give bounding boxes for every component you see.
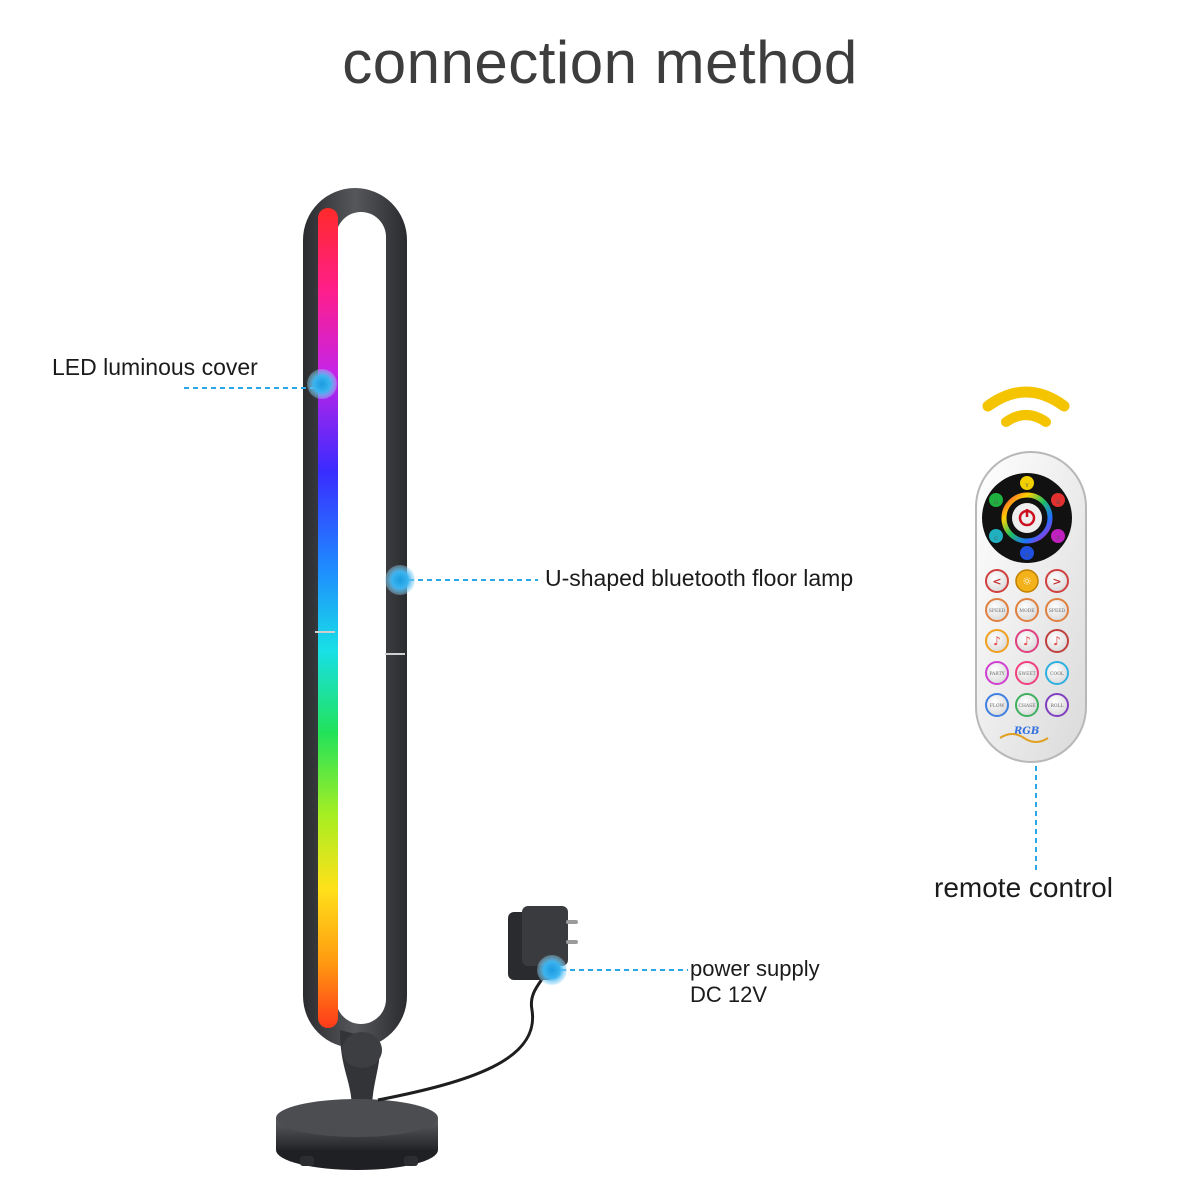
remote-next-button (1045, 569, 1069, 593)
floor-lamp (276, 188, 438, 1170)
wheel-button-g (989, 493, 1003, 507)
music-note-icon: ♪ (993, 634, 1001, 648)
adapter-pin (566, 920, 578, 924)
remote-color-ring (1001, 492, 1053, 544)
prev-label: < (992, 575, 1001, 588)
music-note-icon: ♪ (1023, 634, 1031, 648)
remote-music-button (1015, 629, 1039, 653)
page-title: connection method (342, 29, 858, 96)
remote-prev-button (985, 569, 1009, 593)
next-label: > (1052, 575, 1061, 588)
led-strip (318, 208, 338, 1028)
remote-flow-button (985, 693, 1009, 717)
button-label: PARTY (989, 671, 1005, 677)
button-label: FLOW (990, 703, 1005, 709)
adapter-face (522, 906, 568, 966)
button-label: COOL (1050, 671, 1064, 677)
wheel-label: R (1056, 500, 1060, 506)
remote-brightness-button (1015, 569, 1039, 593)
button-label: CHASE (1019, 703, 1036, 709)
button-label: SWEET (1018, 671, 1035, 677)
remote-cool-button (1045, 661, 1069, 685)
remote-power-button (1012, 503, 1042, 533)
wheel-label: G (994, 500, 998, 506)
power-supply-label-line1: power supply (690, 956, 820, 981)
remote-brand-logo: RGB (1013, 726, 1039, 737)
remote-roll-button (1045, 693, 1069, 717)
remote-music-button (985, 629, 1009, 653)
lamp-callout-dot (385, 565, 415, 595)
wheel-button-y (1020, 476, 1034, 490)
remote-control: Y G C B P R < ☼ > SPEED MODE SPEED PARTY… (975, 451, 1087, 763)
remote-speed-down-button (985, 598, 1009, 622)
lamp-foot (404, 1156, 418, 1166)
brand-swoosh-icon (999, 733, 1049, 743)
remote-chase-button (1015, 693, 1039, 717)
music-note-icon: ♪ (1053, 634, 1061, 648)
remote-party-button (985, 661, 1009, 685)
wheel-label: C (994, 536, 998, 542)
wheel-label: B (1025, 553, 1029, 559)
button-label: SPEED (989, 608, 1006, 614)
brightness-label: ☼ (1022, 575, 1032, 588)
power-callout-dot (537, 955, 567, 985)
power-supply-label-line2: DC 12V (690, 982, 768, 1007)
remote-mode-button (1015, 598, 1039, 622)
adapter-pin (566, 940, 578, 944)
remote-music-button (1045, 629, 1069, 653)
remote-sweet-button (1015, 661, 1039, 685)
button-label: ROLL (1050, 703, 1063, 709)
lamp-knob (342, 1032, 382, 1068)
wheel-button-c (989, 529, 1003, 543)
wheel-label: Y (1024, 483, 1029, 489)
wireless-signal-icon (982, 386, 1070, 427)
wheel-button-r (1051, 493, 1065, 507)
remote-speed-up-button (1045, 598, 1069, 622)
power-supply-label: power supply DC 12V (690, 956, 820, 1008)
wheel-button-p (1051, 529, 1065, 543)
lamp-foot (300, 1156, 314, 1166)
wheel-label: P (1056, 536, 1060, 542)
led-callout-dot (307, 369, 337, 399)
power-cable (377, 967, 550, 1102)
button-label: SPEED (1049, 608, 1066, 614)
button-label: MODE (1019, 608, 1034, 614)
remote-control-label: remote control (934, 872, 1113, 903)
wheel-button-b (1020, 546, 1034, 560)
lamp-inner-gap (336, 212, 386, 1024)
lamp-label: U-shaped bluetooth floor lamp (545, 565, 854, 591)
lamp-base-top (276, 1099, 438, 1137)
led-cover-label: LED luminous cover (52, 354, 258, 380)
